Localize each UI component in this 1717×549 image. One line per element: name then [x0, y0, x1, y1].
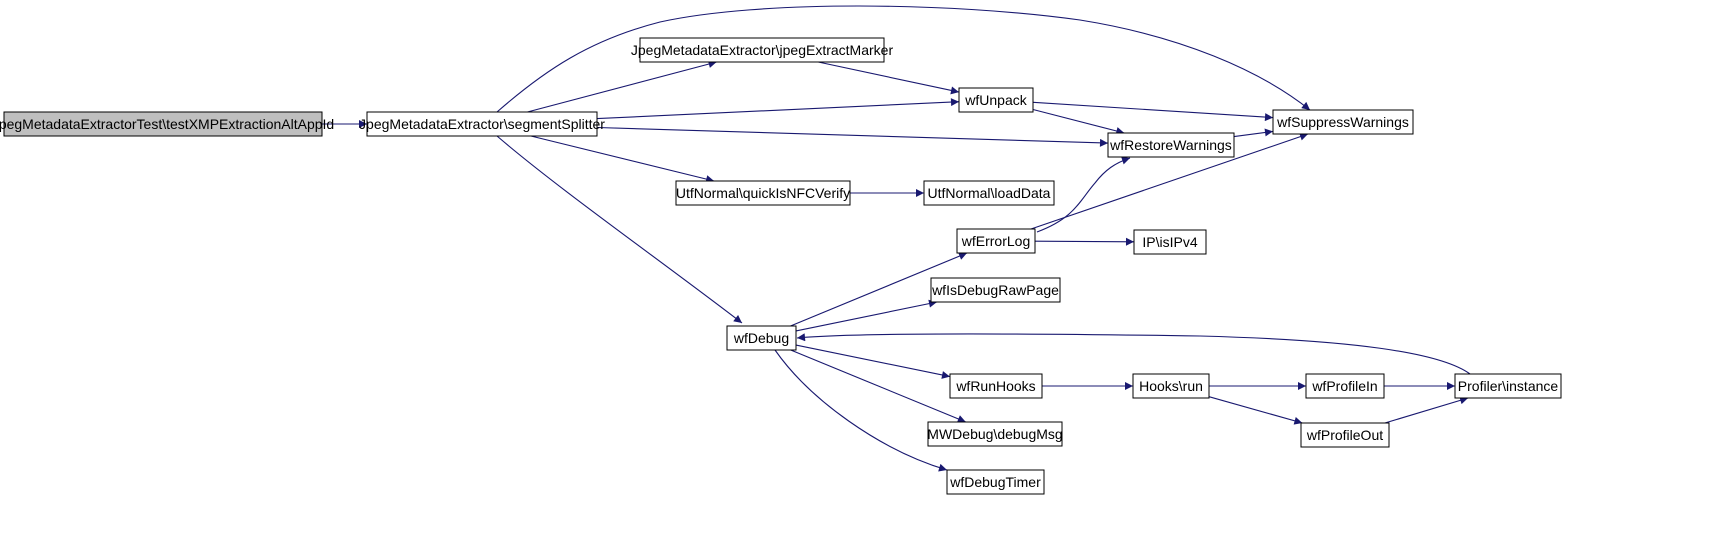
node-jpegExtractMarker[interactable]: JpegMetadataExtractor\jpegExtractMarker: [631, 37, 894, 63]
edge-wfErrorLog-to-wfRestoreWarnings: [1036, 156, 1131, 233]
node-isIPv4[interactable]: IP\isIPv4: [1133, 229, 1207, 255]
edge-profilerInstance-to-wfDebug: [796, 333, 1471, 375]
node-profilerInstance[interactable]: Profiler\instance: [1454, 373, 1562, 399]
node-label: Profiler\instance: [1458, 378, 1559, 394]
nodes-layer: JpegMetadataExtractorTest\testXMPExtract…: [0, 37, 1562, 495]
edge-wfUnpack-to-wfSuppressWarnings: [1032, 101, 1274, 122]
node-label: wfDebugTimer: [949, 474, 1041, 490]
node-box: [1272, 109, 1414, 135]
edge-hooksRun-to-wfProfileOut: [1208, 396, 1303, 425]
edge-wfDebug-to-debugMsg: [790, 349, 967, 423]
node-box: [927, 421, 1063, 447]
node-debugMsg[interactable]: MWDebug\debugMsg: [927, 421, 1063, 447]
node-label: IP\isIPv4: [1142, 234, 1197, 250]
node-wfDebugTimer[interactable]: wfDebugTimer: [946, 469, 1045, 495]
edge-wfErrorLog-to-isIPv4: [1034, 237, 1135, 246]
node-wfRunHooks[interactable]: wfRunHooks: [949, 373, 1043, 399]
node-label: wfUnpack: [964, 92, 1027, 108]
node-label: MWDebug\debugMsg: [927, 426, 1062, 442]
node-hooksRun[interactable]: Hooks\run: [1132, 373, 1210, 399]
node-label: Hooks\run: [1139, 378, 1203, 394]
edge-wfDebug-to-wfRunHooks: [795, 344, 951, 379]
edge-segmentSplitter-to-quickIsNFCVerify: [530, 135, 715, 183]
edge-wfProfileOut-to-profilerInstance: [1384, 396, 1469, 424]
edge-segmentSplitter-to-wfDebug: [496, 135, 743, 324]
node-box: [1305, 373, 1385, 399]
node-box: [1300, 422, 1390, 448]
node-label: JpegMetadataExtractor\jpegExtractMarker: [631, 42, 894, 58]
node-segmentSplitter[interactable]: JpegMetadataExtractor\segmentSplitter: [359, 111, 605, 137]
node-root[interactable]: JpegMetadataExtractorTest\testXMPExtract…: [0, 111, 334, 137]
node-box: [949, 373, 1043, 399]
node-box: [675, 180, 851, 206]
node-box: [639, 37, 885, 63]
edge-wfRestoreWarnings-to-wfSuppressWarnings: [1233, 128, 1274, 138]
node-wfProfileIn[interactable]: wfProfileIn: [1305, 373, 1385, 399]
node-box: [1132, 373, 1210, 399]
node-box: [958, 87, 1034, 113]
node-label: wfProfileOut: [1306, 427, 1383, 443]
node-box: [946, 469, 1045, 495]
node-label: wfErrorLog: [961, 233, 1030, 249]
edge-wfErrorLog-to-wfSuppressWarnings: [1030, 132, 1309, 230]
node-box: [726, 325, 797, 351]
node-quickIsNFCVerify[interactable]: UtfNormal\quickIsNFCVerify: [675, 180, 851, 206]
edge-wfDebug-to-wfIsDebugRawPage: [795, 299, 938, 332]
node-loadData[interactable]: UtfNormal\loadData: [923, 180, 1055, 206]
node-label: wfRunHooks: [955, 378, 1035, 394]
node-box: [3, 111, 323, 137]
node-wfUnpack[interactable]: wfUnpack: [958, 87, 1034, 113]
edge-segmentSplitter-to-wfUnpack: [596, 98, 960, 120]
node-label: wfProfileIn: [1311, 378, 1377, 394]
node-label: wfIsDebugRawPage: [931, 282, 1059, 298]
node-label: wfSuppressWarnings: [1276, 114, 1409, 130]
node-wfRestoreWarnings[interactable]: wfRestoreWarnings: [1107, 132, 1235, 158]
edge-segmentSplitter-to-wfRestoreWarnings: [596, 126, 1109, 147]
node-label: UtfNormal\loadData: [928, 185, 1051, 201]
edge-segmentSplitter-to-jpegExtractMarker: [527, 60, 717, 113]
node-label: JpegMetadataExtractor\segmentSplitter: [359, 116, 605, 132]
node-box: [366, 111, 598, 137]
node-box: [1107, 132, 1235, 158]
edge-jpegExtractMarker-to-wfUnpack: [818, 61, 960, 95]
node-wfErrorLog[interactable]: wfErrorLog: [956, 228, 1036, 254]
edges-layer: [322, 5, 1471, 472]
node-label: JpegMetadataExtractorTest\testXMPExtract…: [0, 116, 334, 132]
node-box: [1133, 229, 1207, 255]
node-label: wfRestoreWarnings: [1109, 137, 1232, 153]
node-label: UtfNormal\quickIsNFCVerify: [676, 185, 850, 201]
edge-wfUnpack-to-wfRestoreWarnings: [1032, 108, 1125, 135]
node-wfSuppressWarnings[interactable]: wfSuppressWarnings: [1272, 109, 1414, 135]
edge-segmentSplitter-to-wfSuppressWarnings: [496, 5, 1311, 113]
node-label: wfDebug: [733, 330, 789, 346]
node-box: [956, 228, 1036, 254]
node-box: [923, 180, 1055, 206]
edge-wfDebug-to-wfErrorLog: [790, 252, 968, 327]
node-wfIsDebugRawPage[interactable]: wfIsDebugRawPage: [930, 277, 1061, 303]
node-box: [1454, 373, 1562, 399]
edge-wfDebug-to-wfDebugTimer: [774, 349, 948, 472]
node-wfProfileOut[interactable]: wfProfileOut: [1300, 422, 1390, 448]
node-wfDebug[interactable]: wfDebug: [726, 325, 797, 351]
node-box: [930, 277, 1061, 303]
